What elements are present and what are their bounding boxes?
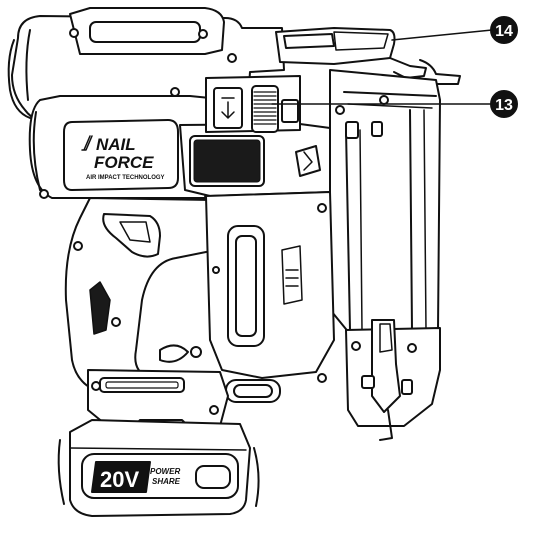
logo-tagline: AIR IMPACT TECHNOLOGY (86, 175, 165, 181)
brand-logo: NAIL FORCE AIR IMPACT TECHNOLOGY (63, 119, 179, 191)
callout-14: 14 (391, 16, 518, 44)
callout-13-number: 13 (495, 97, 513, 114)
logo-text-force: FORCE (94, 153, 154, 172)
logo-text-nail: NAIL (96, 135, 136, 154)
magazine (329, 69, 441, 335)
center-body (179, 123, 333, 197)
side-grip (205, 191, 335, 403)
battery-voltage-label: 20V (100, 467, 139, 492)
battery-badge-line1: POWER (150, 467, 180, 476)
depth-adjust-module (205, 75, 301, 133)
battery-badge-line2: SHARE (152, 477, 181, 486)
vent-grille (193, 139, 261, 183)
battery-pack: 20V POWER SHARE (57, 419, 260, 517)
callout-13: 13 (271, 90, 518, 118)
nose-piece (345, 319, 441, 441)
jam-release-latch (275, 27, 461, 85)
handle (64, 197, 217, 399)
callout-14-number: 14 (495, 23, 513, 40)
